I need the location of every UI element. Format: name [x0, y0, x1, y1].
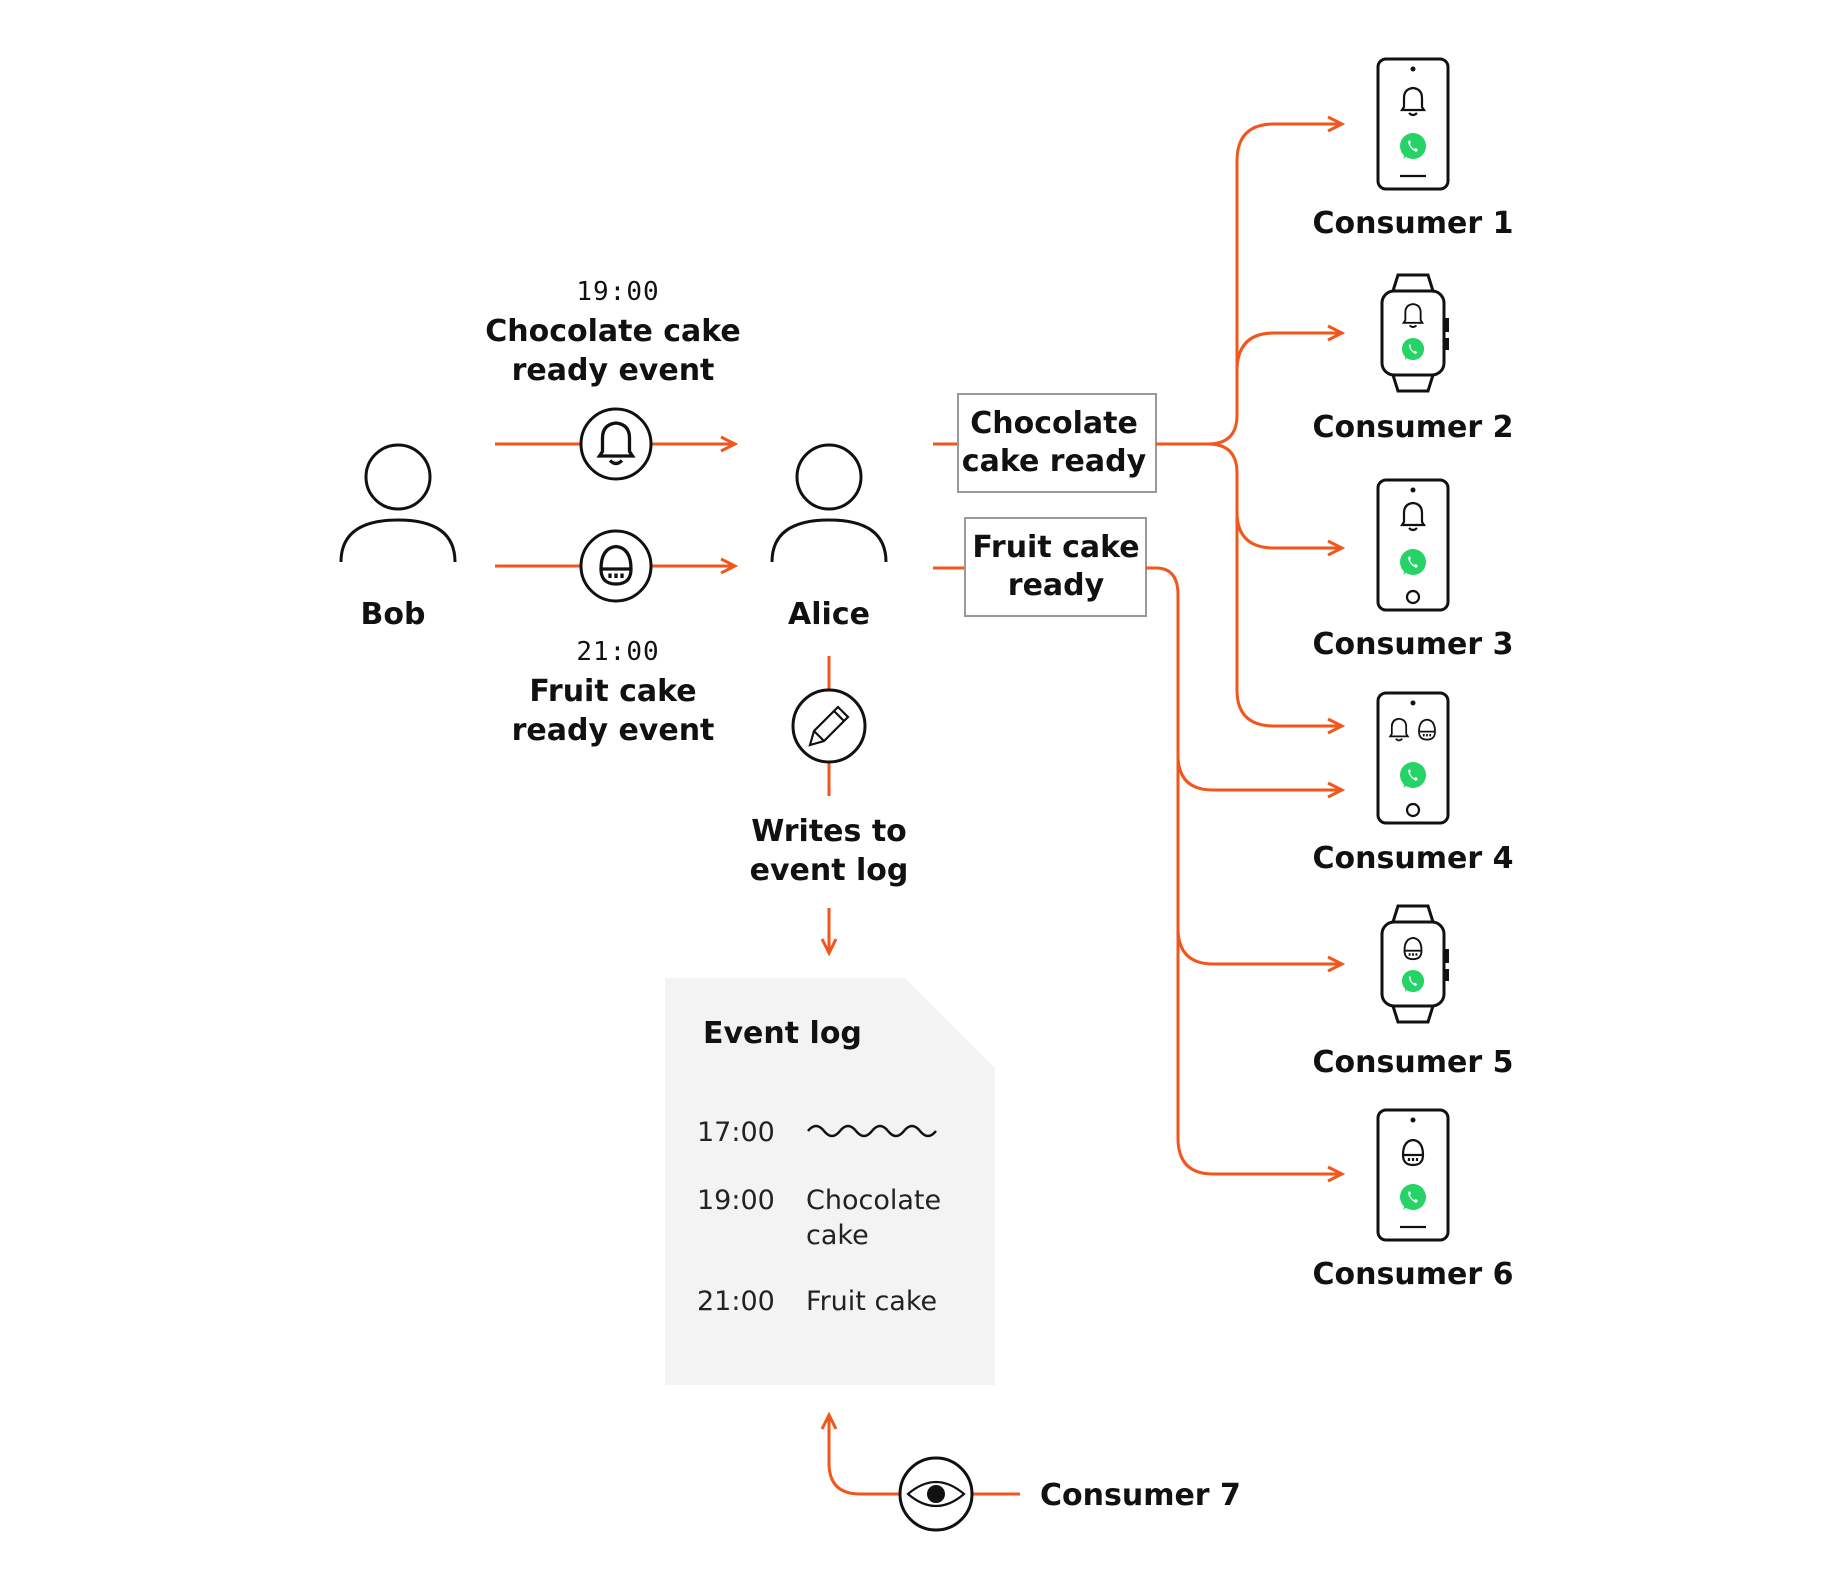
whatsapp-icon [1399, 548, 1427, 576]
egg-timer-icon [579, 529, 653, 603]
event-log-document [665, 978, 995, 1385]
watch-icon [1380, 904, 1449, 1024]
event-log-entry-time: 17:00 [697, 1117, 775, 1148]
alice-label: Alice [788, 597, 870, 632]
event-log-entry-time: 21:00 [697, 1286, 775, 1317]
chocolate-event-label-line2: ready event [512, 353, 715, 388]
fruit-event-label-line1: Fruit cake [529, 674, 696, 709]
writes-label-line2: event log [750, 853, 909, 888]
consumer-2-label: Consumer 2 [1313, 410, 1514, 445]
chocolate-topic-line2: cake ready [962, 444, 1147, 479]
whatsapp-icon [1401, 337, 1425, 361]
chocolate-fanout-lines [1156, 124, 1342, 726]
chocolate-event-label-line1: Chocolate cake [485, 314, 741, 349]
bell-icon [1400, 86, 1426, 117]
event-log-entry-text: cake [806, 1220, 869, 1251]
bell-icon [1389, 717, 1409, 742]
fruit-fanout-lines [1146, 566, 1342, 1174]
bob-label: Bob [361, 597, 426, 632]
fruit-topic-line2: ready [1008, 568, 1105, 603]
phone-icon [1376, 57, 1450, 191]
event-log-entry-text: Chocolate [806, 1185, 941, 1216]
pencil-icon [791, 688, 867, 764]
chocolate-event-time: 19:00 [576, 277, 659, 307]
fruit-topic-line1: Fruit cake [972, 530, 1139, 565]
consumer-4-label: Consumer 4 [1313, 841, 1514, 876]
watch-icon [1380, 273, 1449, 393]
phone-icon [1376, 691, 1450, 825]
bell-icon [579, 407, 653, 481]
bell-icon [1402, 303, 1424, 328]
bob-person-icon [339, 443, 457, 563]
fruit-event-time: 21:00 [576, 637, 659, 667]
consumer-1-label: Consumer 1 [1313, 206, 1514, 241]
egg-timer-icon [1401, 1138, 1425, 1167]
alice-person-icon [770, 443, 888, 563]
consumer-5-label: Consumer 5 [1313, 1045, 1514, 1080]
whatsapp-icon [1399, 761, 1427, 789]
phone-icon [1376, 1108, 1450, 1242]
chocolate-topic-box [957, 393, 1157, 493]
squiggle-placeholder [807, 1124, 937, 1138]
whatsapp-icon [1401, 969, 1425, 993]
consumer-3-label: Consumer 3 [1313, 627, 1514, 662]
egg-timer-icon [1418, 718, 1436, 741]
bell-icon [1400, 501, 1426, 532]
whatsapp-icon [1399, 1183, 1427, 1211]
eye-icon [898, 1456, 974, 1532]
phone-icon [1376, 478, 1450, 612]
consumer-7-connector [829, 1415, 1020, 1496]
egg-timer-icon [1403, 937, 1423, 961]
consumer-7-label: Consumer 7 [1040, 1478, 1241, 1513]
event-log-entry-text: Fruit cake [806, 1286, 937, 1317]
event-log-title: Event log [703, 1016, 862, 1051]
chocolate-topic-line1: Chocolate [970, 406, 1138, 441]
consumer-6-label: Consumer 6 [1313, 1257, 1514, 1292]
whatsapp-icon [1399, 132, 1427, 160]
event-log-entry-time: 19:00 [697, 1185, 775, 1216]
writes-label-line1: Writes to [751, 814, 907, 849]
fruit-event-label-line2: ready event [512, 713, 715, 748]
